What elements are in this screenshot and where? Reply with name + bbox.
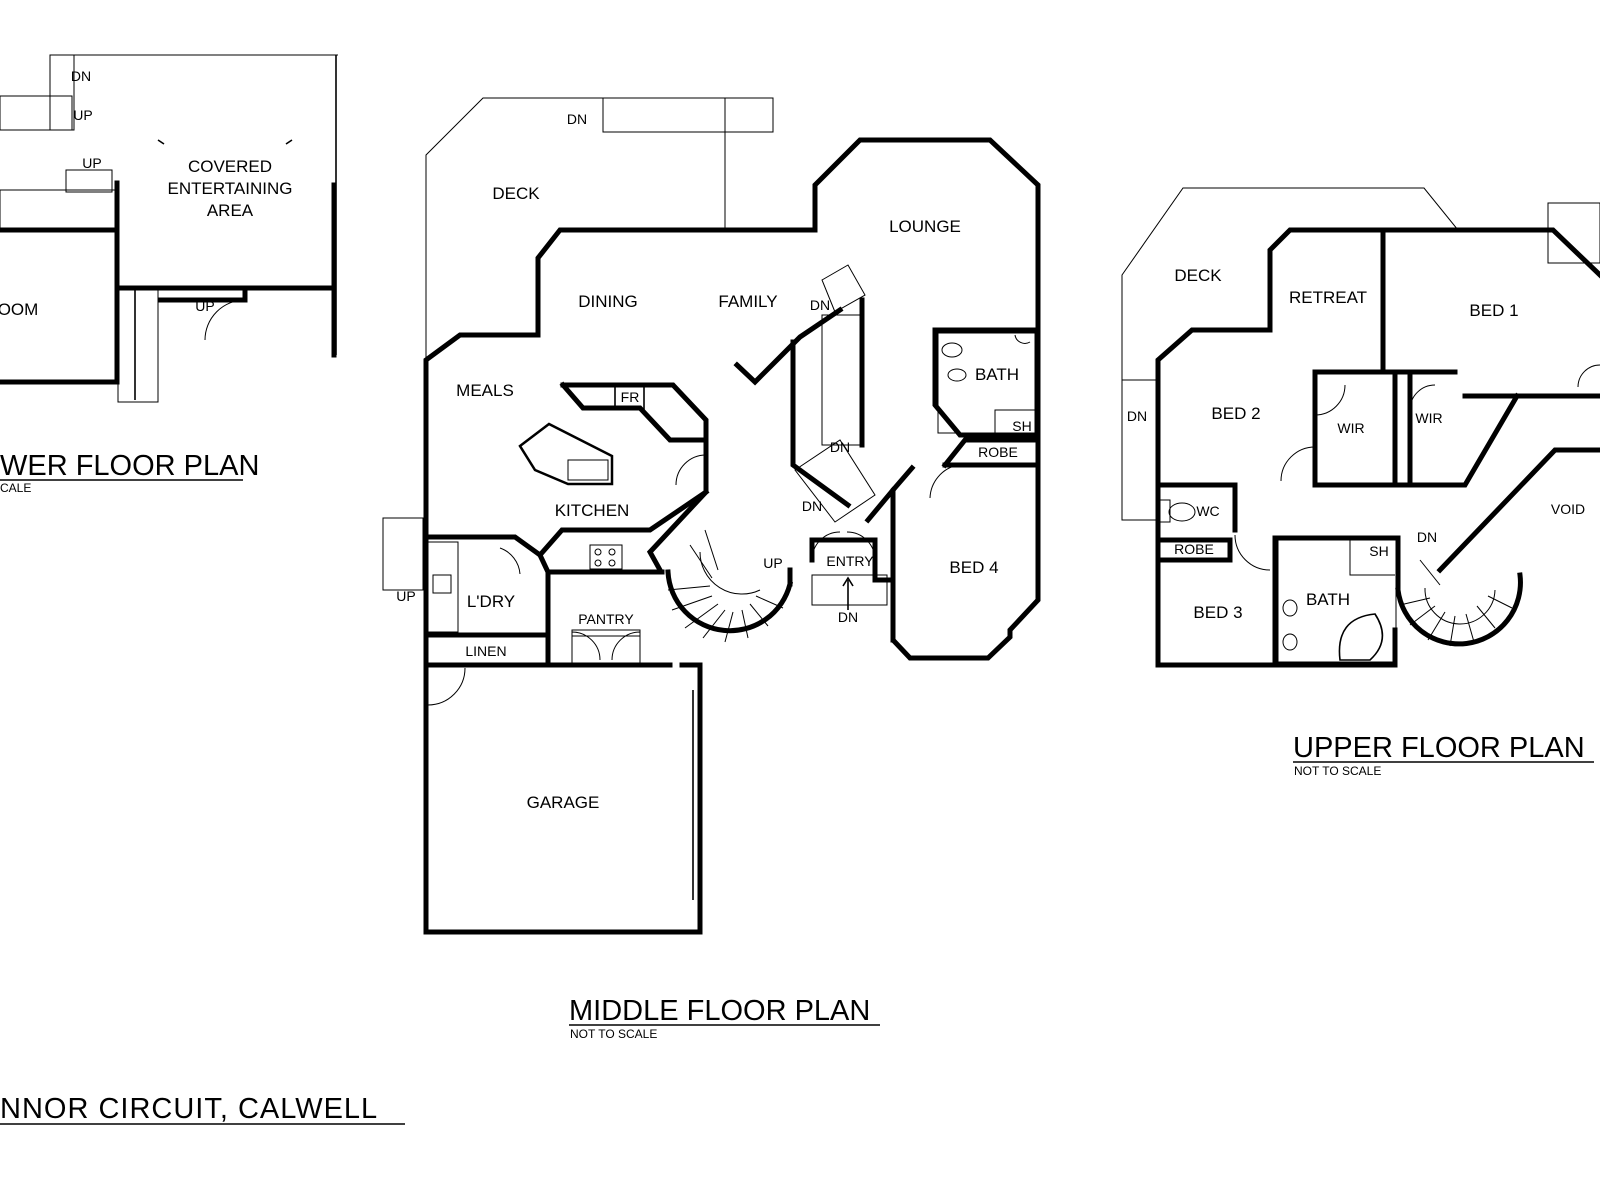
room-bed3: BED 3	[1193, 603, 1242, 622]
room-upper-bath: BATH	[1306, 590, 1350, 609]
middle-dn-mid: DN	[830, 439, 850, 455]
middle-dn-low: DN	[802, 498, 822, 514]
room-void: VOID	[1551, 501, 1585, 517]
room-garage: GARAGE	[527, 793, 600, 812]
room-meals: MEALS	[456, 381, 514, 400]
room-wir-2: WIR	[1415, 410, 1442, 426]
room-entry: ENTRY	[826, 553, 874, 569]
room-robe: ROBE	[978, 444, 1018, 460]
room-fridge: FR	[621, 389, 640, 405]
room-retreat: RETREAT	[1289, 288, 1367, 307]
room-kitchen: KITCHEN	[555, 501, 630, 520]
room-upper-deck: DECK	[1174, 266, 1222, 285]
room-laundry: L'DRY	[467, 592, 515, 611]
room-bed4: BED 4	[949, 558, 998, 577]
room-deck: DECK	[492, 184, 540, 203]
property-address: NNOR CIRCUIT, CALWELL	[0, 1093, 378, 1125]
room-wc: WC	[1196, 503, 1219, 519]
lower-up-mark-1: UP	[73, 107, 92, 123]
room-lounge: LOUNGE	[889, 217, 961, 236]
middle-dn-deck: DN	[567, 111, 587, 127]
upper-floor-title: UPPER FLOOR PLAN	[1293, 732, 1585, 764]
room-linen: LINEN	[465, 643, 506, 659]
upper-dn-spiral: DN	[1417, 529, 1437, 545]
lower-floor-note: CALE	[0, 481, 31, 495]
room-dining: DINING	[578, 292, 638, 311]
upper-floor-note: NOT TO SCALE	[1294, 764, 1381, 778]
lower-up-mark-2: UP	[82, 155, 101, 171]
room-bed1: BED 1	[1469, 301, 1518, 320]
room-covered-line3: AREA	[207, 201, 254, 220]
room-bed2: BED 2	[1211, 404, 1260, 423]
middle-floor-note: NOT TO SCALE	[570, 1027, 657, 1041]
room-covered-line2: ENTERTAINING	[168, 179, 293, 198]
lower-floor-plan: DN UP UP UP COVERED ENTERTAINING AREA OO…	[0, 54, 338, 495]
room-pantry: PANTRY	[578, 611, 634, 627]
middle-up-left: UP	[396, 588, 415, 604]
lower-dn-mark: DN	[71, 68, 91, 84]
room-covered-line1: COVERED	[188, 157, 272, 176]
upper-dn-left: DN	[1127, 408, 1147, 424]
lower-floor-title: WER FLOOR PLAN	[0, 450, 259, 482]
middle-up-spiral: UP	[763, 555, 782, 571]
room-shower: SH	[1012, 418, 1031, 434]
upper-floor-plan: DECK RETREAT BED 1 DN BED 2 WIR WIR VOID…	[1121, 187, 1600, 778]
middle-floor-title: MIDDLE FLOOR PLAN	[569, 995, 870, 1027]
middle-floor-plan: DN DECK DINING FAMILY LOUNGE DN MEALS FR…	[382, 97, 1041, 1041]
middle-dn-entry: DN	[838, 609, 858, 625]
room-bath: BATH	[975, 365, 1019, 384]
room-lower-room: OOM	[0, 300, 38, 319]
room-family: FAMILY	[718, 292, 777, 311]
room-wir-1: WIR	[1337, 420, 1364, 436]
lower-up-mark-3: UP	[195, 298, 214, 314]
room-upper-robe: ROBE	[1174, 541, 1214, 557]
room-upper-shower: SH	[1369, 543, 1388, 559]
middle-dn-stair: DN	[810, 297, 830, 313]
